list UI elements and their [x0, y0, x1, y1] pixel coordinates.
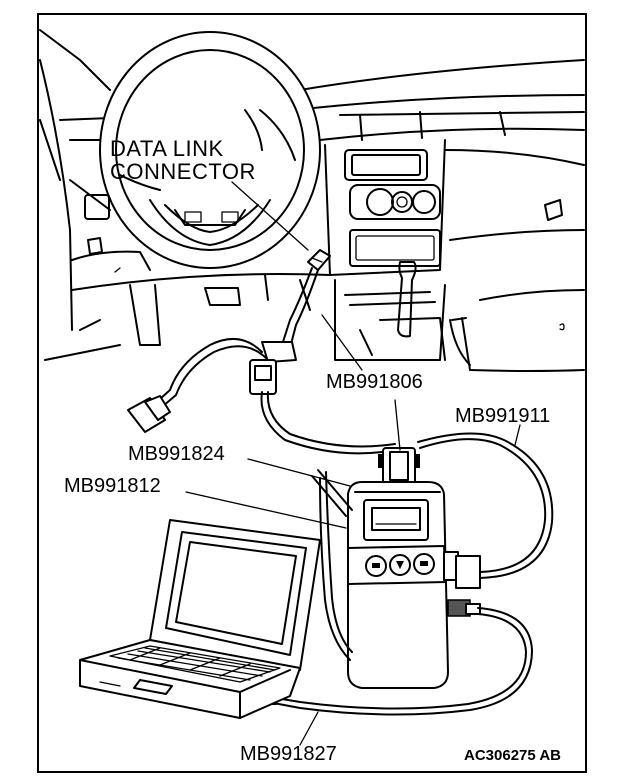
- cable-mb991824: [127, 267, 396, 455]
- leader-lines: [185, 314, 521, 746]
- label-connector: CONNECTOR: [110, 159, 256, 184]
- label-mb991812: MB991812: [64, 475, 161, 497]
- cable-left-loop: [319, 471, 353, 661]
- cable-mb991911: [417, 432, 554, 579]
- laptop-pc: [79, 519, 321, 719]
- label-mb991827: MB991827: [240, 743, 337, 765]
- figure-border: [37, 13, 587, 773]
- steering-wheel: [99, 31, 321, 269]
- label-data-link: DATA LINK: [110, 136, 224, 161]
- label-mb991824: MB991824: [128, 443, 225, 465]
- vci-unit: [311, 447, 481, 689]
- vehicle-interior: [39, 29, 585, 372]
- figure-id: AC306275 AB: [464, 747, 561, 764]
- data-link-connector: [231, 181, 331, 271]
- label-mb991911: MB991911: [455, 405, 551, 427]
- label-mb991806: MB991806: [326, 371, 423, 393]
